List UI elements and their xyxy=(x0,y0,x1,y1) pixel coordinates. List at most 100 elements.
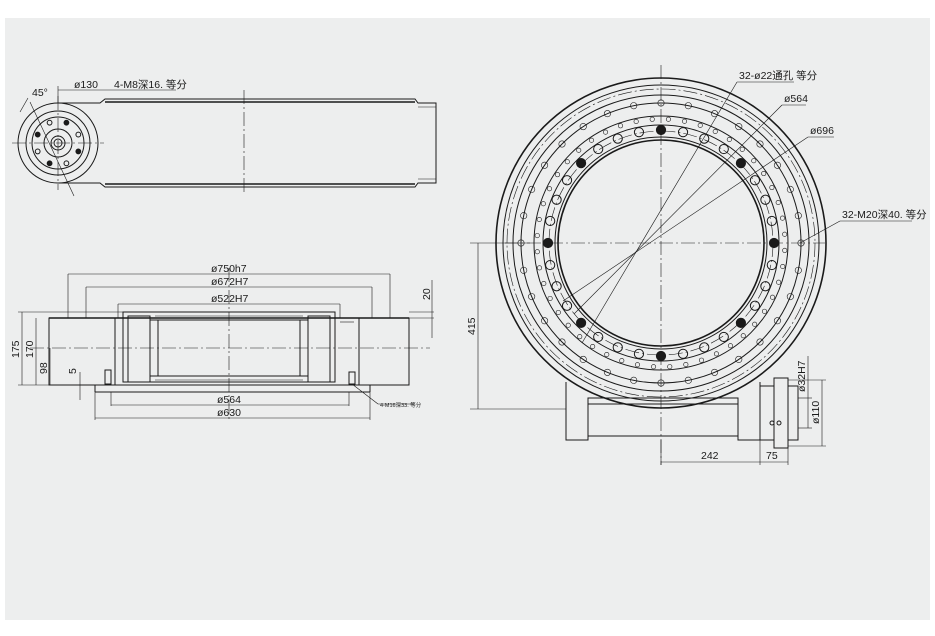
inner-bolt-hole xyxy=(561,300,573,311)
inner-bolt-hole xyxy=(766,259,777,271)
flange-bolt-hole xyxy=(46,119,53,126)
callout-564: ø564 xyxy=(784,93,808,105)
dim-630: ø630 xyxy=(217,407,241,419)
outer-bolt-hole xyxy=(558,140,566,148)
pin-hole xyxy=(739,146,745,152)
inner-bolt-hole xyxy=(593,331,604,343)
outer-bolt-hole xyxy=(541,317,549,325)
pin-hole xyxy=(619,358,625,364)
pin-hole xyxy=(541,280,547,286)
inner-bolt-hole xyxy=(735,317,747,329)
inner-bolt-hole xyxy=(718,331,729,343)
inner-bolt-hole xyxy=(735,157,747,169)
pin-hole xyxy=(769,185,775,191)
pin-hole xyxy=(534,233,540,239)
outer-bolt-hole xyxy=(558,338,566,346)
flange-bolt-hole xyxy=(75,148,82,155)
top-view: 45° ø130 4-M8深16. 等分 xyxy=(12,78,437,197)
callout-threaded-holes: 32-M20深40. 等分 xyxy=(842,208,927,221)
inner-bolt-hole xyxy=(561,175,573,186)
front-view: ø750h7 ø672H7 ø522H7 ø564 ø630 175 170 9… xyxy=(10,263,434,420)
pin-hole xyxy=(536,216,542,222)
inner-bolt-hole xyxy=(551,194,562,205)
pin-hole xyxy=(590,343,596,349)
pin-hole xyxy=(576,147,582,153)
pin-hole xyxy=(547,295,553,301)
outer-bolt-hole xyxy=(773,161,781,169)
pin-hole xyxy=(555,309,561,315)
flange-bolt-hole xyxy=(46,160,53,167)
flange-bolt-hole xyxy=(63,160,70,167)
outer-bolt-hole xyxy=(684,376,692,384)
pin-hole xyxy=(604,352,610,358)
pin-hole xyxy=(534,249,540,255)
pin-hole xyxy=(761,308,767,314)
dim-170: 170 xyxy=(24,340,36,358)
dim-415: 415 xyxy=(466,317,478,335)
inner-bolt-hole xyxy=(551,281,562,292)
pin-hole xyxy=(752,321,758,327)
pin-hole xyxy=(665,116,671,122)
pin-hole xyxy=(589,137,595,143)
pin-hole xyxy=(712,128,718,134)
callout-696: ø696 xyxy=(810,125,834,137)
pin-hole xyxy=(761,171,767,177)
outer-bolt-hole xyxy=(786,185,794,193)
pin-hole xyxy=(727,343,733,349)
outer-bolt-holes xyxy=(517,99,805,387)
pin-hole xyxy=(682,118,688,124)
outer-bolt-hole xyxy=(711,110,719,118)
outer-bolt-hole xyxy=(735,355,743,363)
inner-bolt-hole xyxy=(593,143,604,155)
inner-bolt-hole xyxy=(612,133,623,144)
pin-hole xyxy=(603,129,609,135)
angle-label: 45° xyxy=(32,87,48,99)
dim-242: 242 xyxy=(701,450,719,462)
pin-hole xyxy=(751,158,757,164)
outer-bolt-hole xyxy=(579,355,587,363)
outer-bolt-hole xyxy=(528,185,536,193)
inner-bolt-hole xyxy=(545,259,556,271)
flange-bolt-hole xyxy=(34,131,41,138)
outer-bolt-hole xyxy=(630,102,638,110)
pin-hole xyxy=(564,159,570,165)
base-thread-note: 4-M16深33. 等分 xyxy=(380,401,422,409)
dim-110: ø110 xyxy=(810,401,822,424)
outer-bolt-hole xyxy=(711,368,719,376)
flange-bolt-hole xyxy=(63,119,70,126)
pin-hole xyxy=(780,264,786,270)
flange-thread-note: 4-M8深16. 等分 xyxy=(114,78,187,91)
technical-drawing: 45° ø130 4-M8深16. 等分 xyxy=(10,65,927,465)
plan-view: 32-ø22通孔 等分 ø564 ø696 32-M20深40. 等分 415 … xyxy=(466,65,927,465)
pin-hole xyxy=(649,116,655,122)
pin-hole xyxy=(683,361,689,367)
inner-bolt-hole xyxy=(677,127,689,138)
pin-hole xyxy=(577,334,583,340)
dim-750h7: ø750h7 xyxy=(211,263,247,275)
pin-hole xyxy=(633,119,639,125)
dim-98: 98 xyxy=(38,362,50,374)
outer-bolt-hole xyxy=(520,266,528,274)
inner-bolt-hole xyxy=(749,175,761,186)
inner-bolt-hole xyxy=(749,300,761,311)
outer-bolt-hole xyxy=(794,266,802,274)
pin-hole xyxy=(698,357,704,363)
flange-bolt-hole xyxy=(75,131,82,138)
drawing-sheet: 45° ø130 4-M8深16. 等分 xyxy=(5,18,930,620)
pin-hole xyxy=(667,364,673,370)
outer-bolt-hole xyxy=(735,123,743,131)
outer-bolt-hole xyxy=(794,212,802,220)
dim-175: 175 xyxy=(10,340,22,358)
callout-through-holes: 32-ø22通孔 等分 xyxy=(739,69,818,82)
dim-32h7: ø32H7 xyxy=(796,360,808,392)
inner-bolt-hole xyxy=(677,348,689,359)
pin-hole xyxy=(618,123,624,129)
inner-bolt-hole xyxy=(612,342,623,353)
inner-bolt-hole xyxy=(760,281,771,292)
pin-hole xyxy=(697,122,703,128)
outer-bolt-hole xyxy=(630,376,638,384)
pin-hole xyxy=(565,322,571,328)
outer-bolt-hole xyxy=(773,317,781,325)
pin-hole xyxy=(546,186,552,192)
inner-bolt-hole xyxy=(575,317,587,329)
